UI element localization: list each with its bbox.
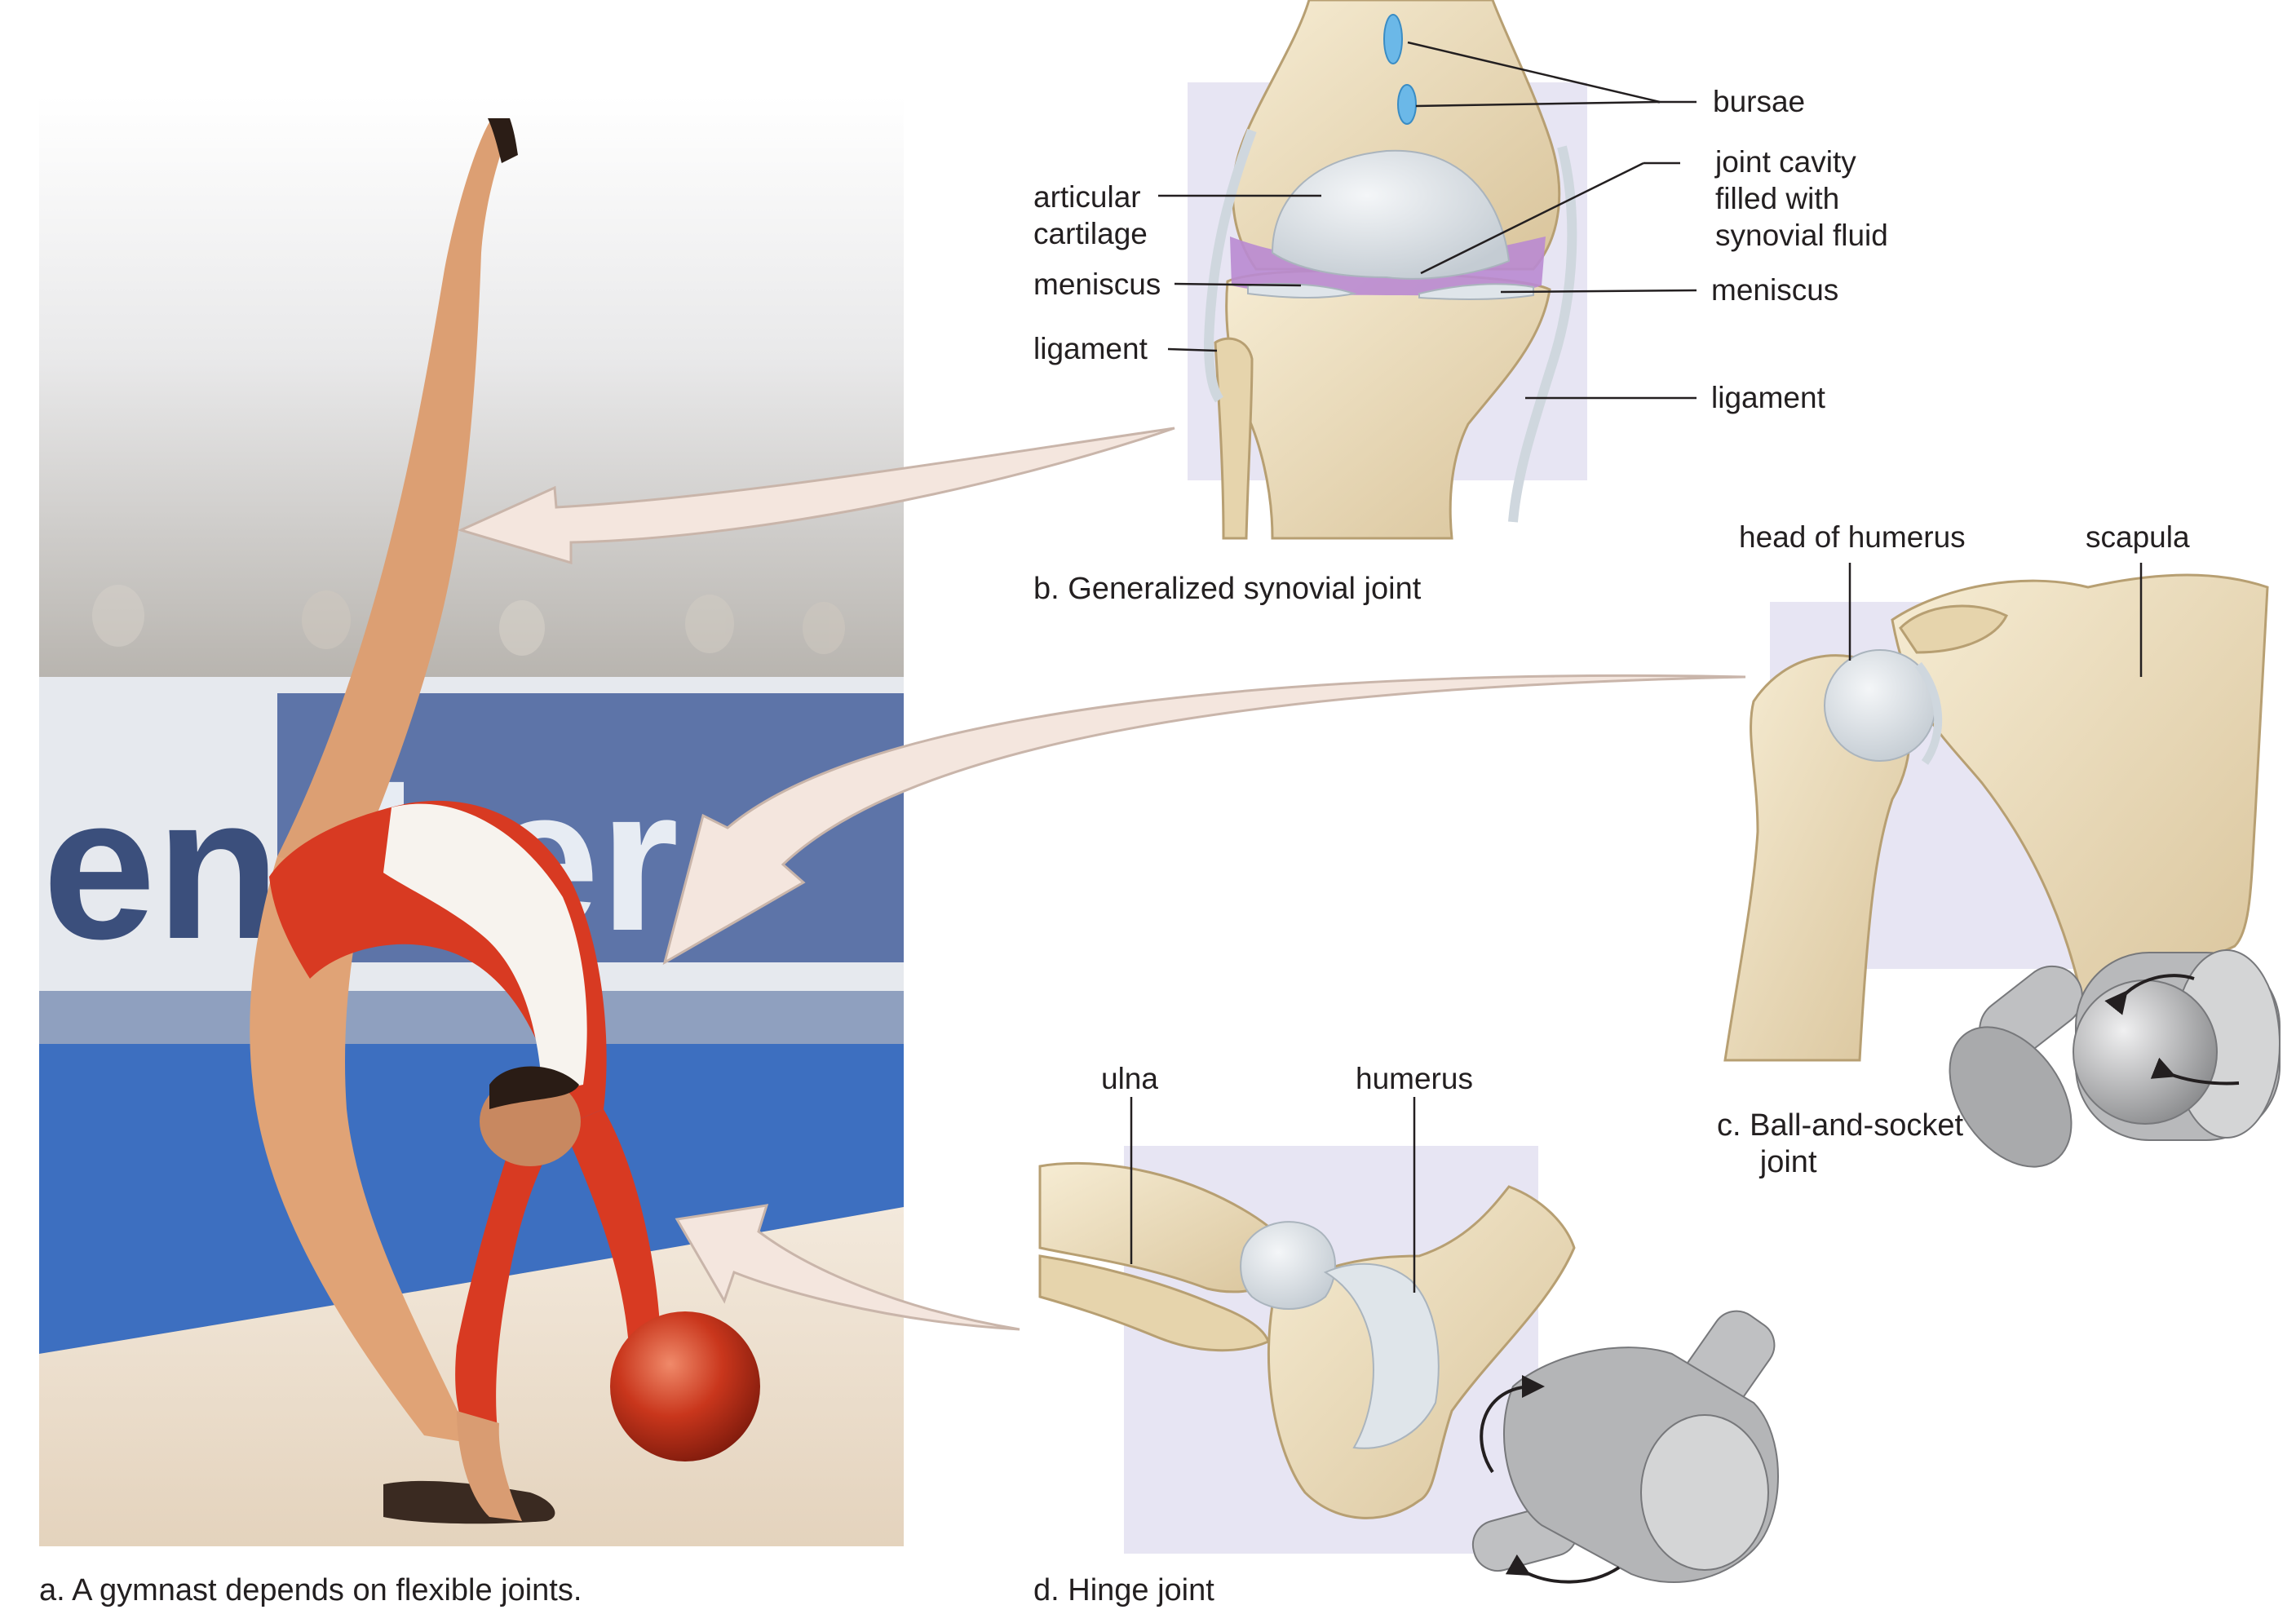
banner-text-left: en [42, 754, 281, 981]
crowd-silhouettes [92, 585, 845, 656]
caption-panel-a: a. A gymnast depends on flexible joints. [39, 1573, 582, 1607]
pointer-arrows [457, 427, 1746, 1331]
panel-d-leaders [1130, 1097, 1416, 1293]
fibula-bone [1214, 337, 1254, 540]
ball-and-socket-diagram [1723, 563, 2281, 1168]
label-meniscus-right: meniscus [1711, 273, 1839, 307]
label-bursae: bursae [1713, 85, 1806, 118]
label-meniscus-left: meniscus [1033, 268, 1161, 301]
panel-c-leaders [1848, 563, 2143, 677]
ball-and-socket-model [1949, 949, 2281, 1168]
label-head-of-humerus: head of humerus [1739, 520, 1966, 554]
label-ligament-right: ligament [1711, 381, 1825, 414]
bursa-upper [1383, 14, 1403, 64]
label-articular-cartilage: articular cartilage [1033, 180, 1148, 250]
synovial-joint-diagram [1158, 0, 1697, 540]
arrow-shoulder [662, 674, 1746, 966]
label-ulna: ulna [1101, 1062, 1158, 1095]
gymnastics-ball [610, 1311, 760, 1461]
ligament-right-shape [1508, 145, 1577, 523]
articular-cartilage [1271, 149, 1511, 280]
label-ligament-left: ligament [1033, 332, 1148, 365]
blue-mat [39, 1044, 904, 1354]
gymnast [250, 118, 661, 1524]
arrow-elbow [675, 1204, 1020, 1331]
panel-b-leaders [1158, 41, 1697, 400]
arrow-knee [457, 427, 1175, 565]
ligament-left-shape [1203, 128, 1257, 403]
label-joint-cavity: joint cavity filled with synovial fluid [1715, 145, 1888, 252]
elbow-cartilage-lower [1323, 1262, 1440, 1449]
meniscus-left-shape [1247, 283, 1357, 298]
meniscus-right-shape [1418, 283, 1534, 300]
hinge-model [1471, 1310, 1779, 1584]
caption-panel-c: c. Ball-and-socket joint [1717, 1108, 1964, 1179]
label-humerus: humerus [1356, 1062, 1473, 1095]
caption-panel-d: d. Hinge joint [1033, 1573, 1214, 1607]
label-scapula: scapula [2086, 520, 2190, 554]
hinge-joint-diagram [1038, 1097, 1779, 1584]
elbow-cartilage-upper [1240, 1221, 1336, 1310]
scapula-bone [1891, 573, 2269, 1031]
caption-panel-b: b. Generalized synovial joint [1033, 572, 1422, 606]
bursa-lower [1397, 84, 1417, 125]
